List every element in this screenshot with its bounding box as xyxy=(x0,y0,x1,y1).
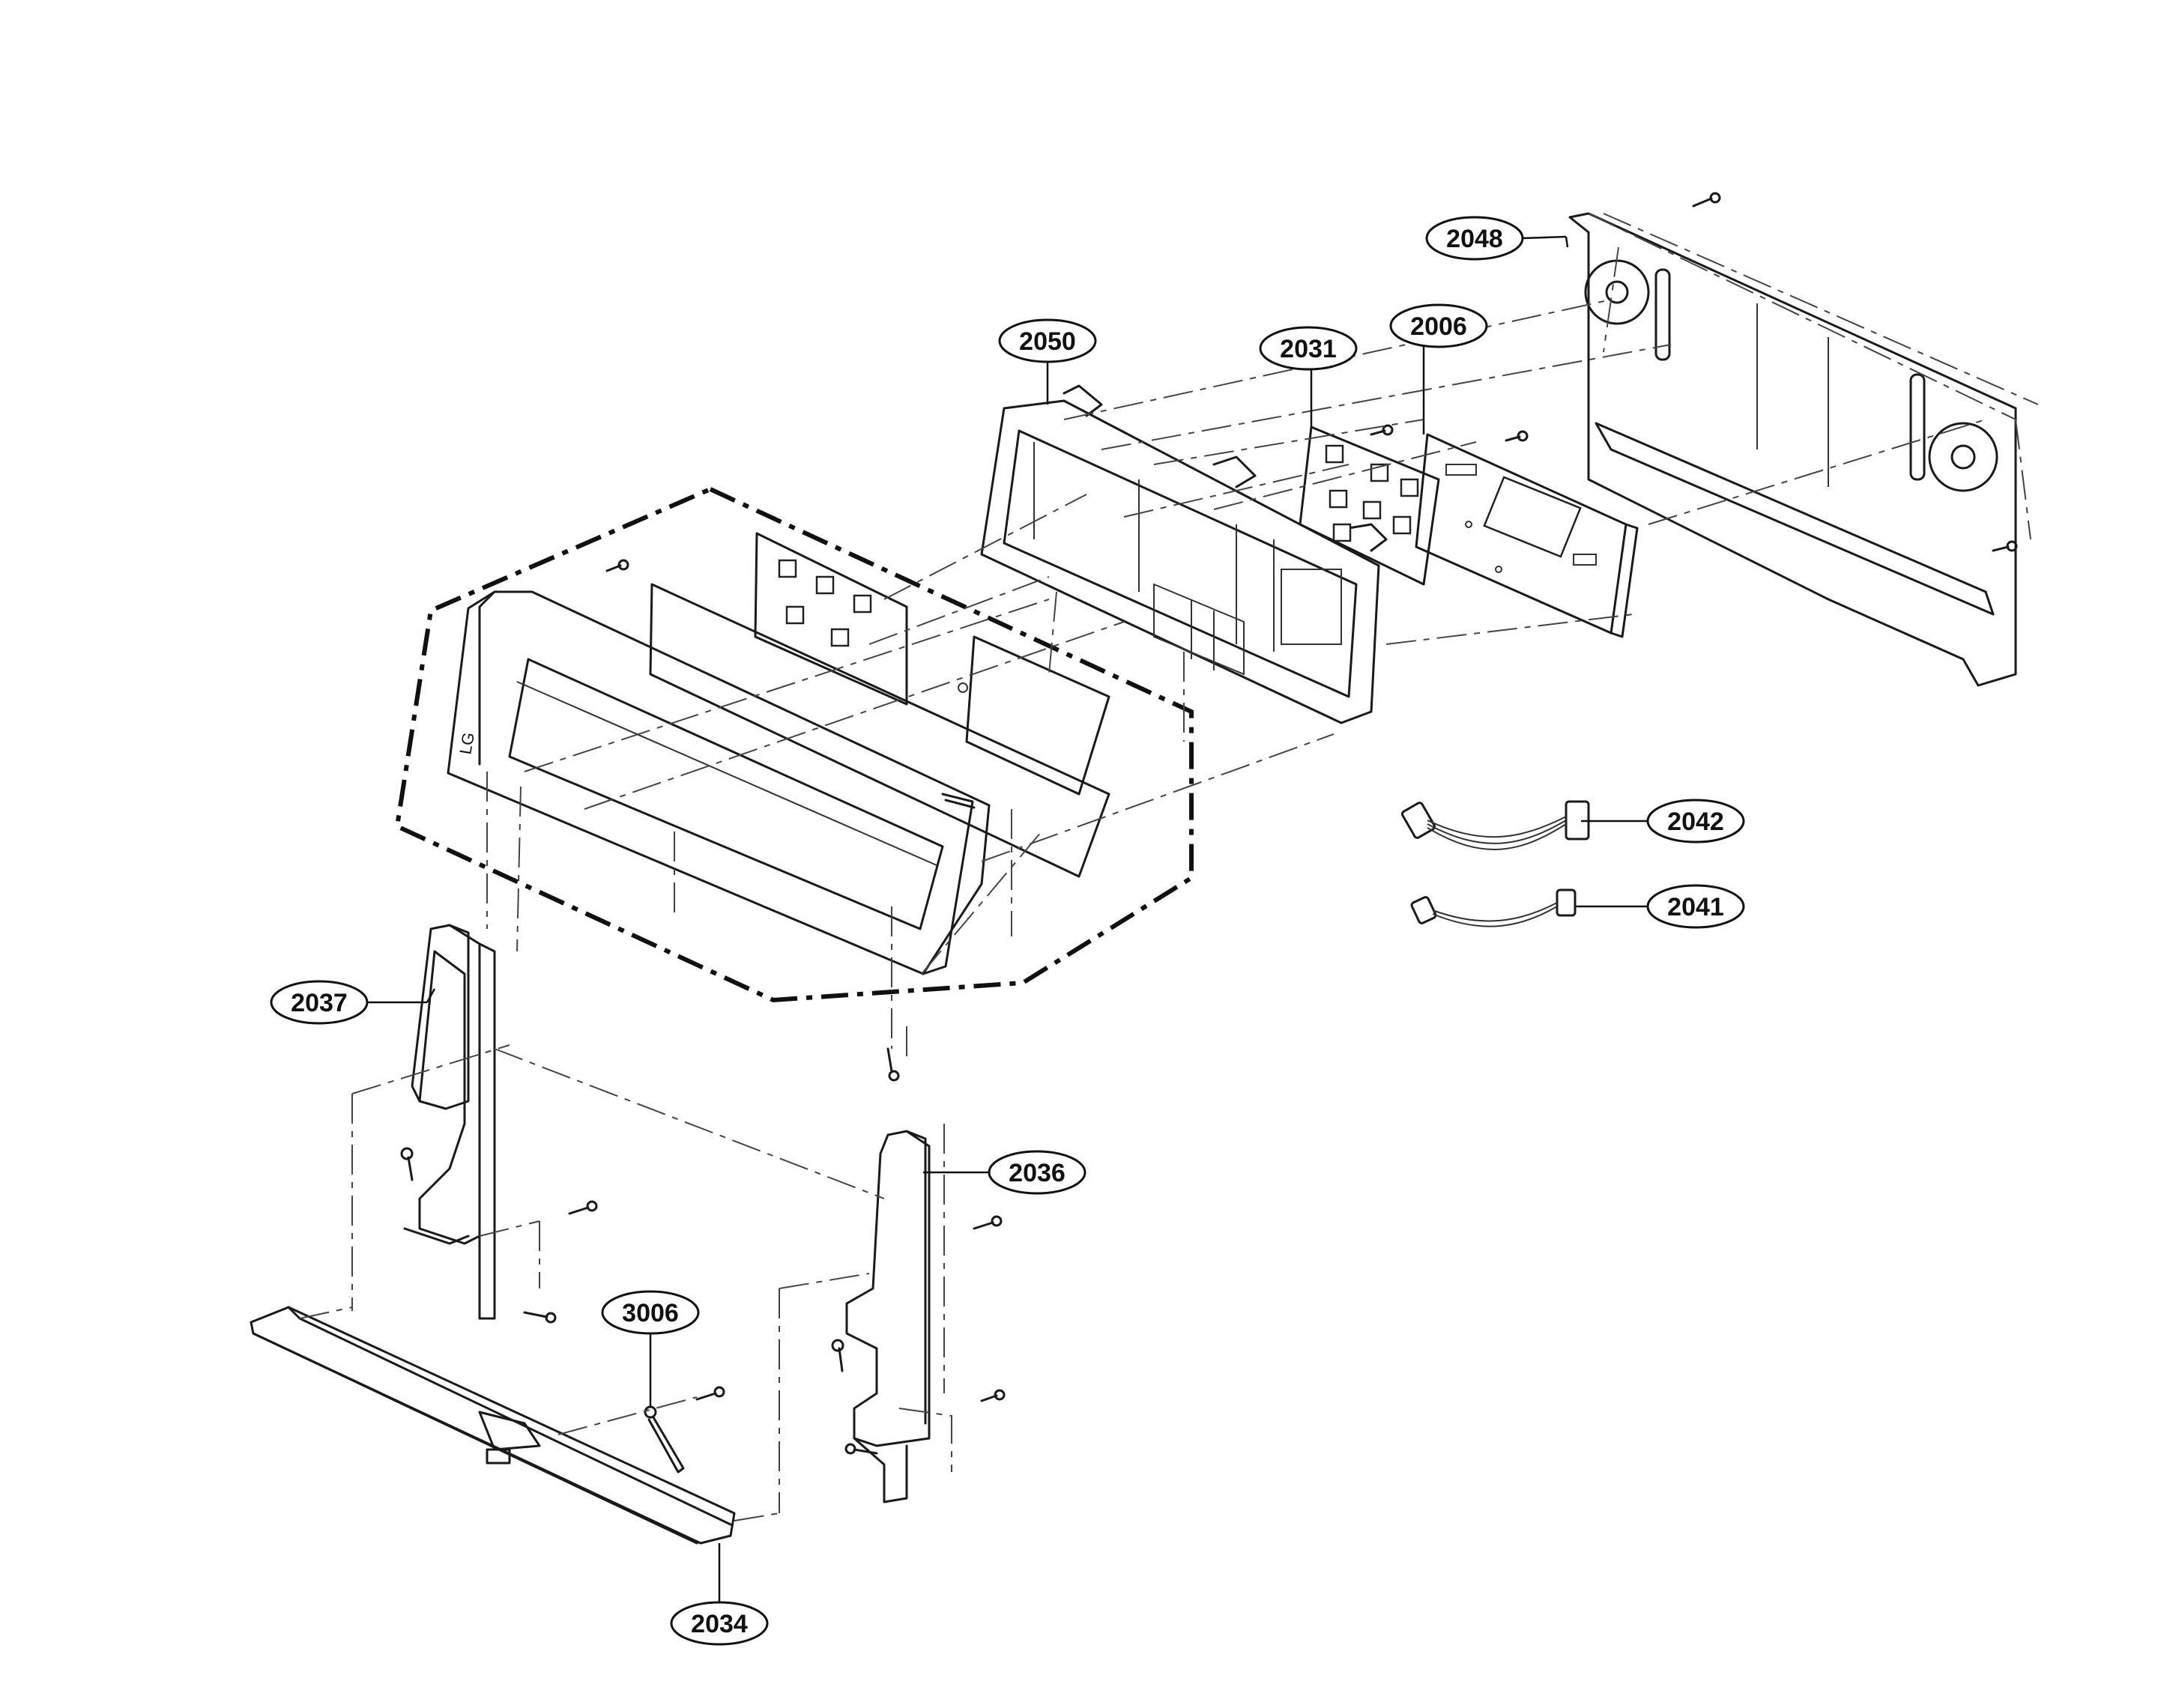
assembly-group-outline xyxy=(394,486,1194,1003)
touch-board-2031 xyxy=(1299,426,1440,586)
callout-3006: 3006 xyxy=(601,1290,700,1335)
callout-2048: 2048 xyxy=(1425,216,1524,261)
callout-2031: 2031 xyxy=(1259,326,1358,371)
assembly-guide-lines xyxy=(299,246,2031,1521)
control-panel-front: LG xyxy=(447,590,991,975)
cable-tie-3006 xyxy=(644,1405,685,1474)
svg-text:2041: 2041 xyxy=(1667,893,1724,921)
svg-text:3006: 3006 xyxy=(622,1299,679,1327)
wire-harness-2041 xyxy=(1410,888,1577,927)
callout-2042: 2042 xyxy=(1646,799,1745,844)
callout-2037: 2037 xyxy=(270,980,369,1025)
svg-text:2034: 2034 xyxy=(691,1610,748,1638)
screws-right xyxy=(831,1215,1006,1455)
bottom-trim-rail-2034 xyxy=(250,1306,736,1545)
svg-text:2050: 2050 xyxy=(1019,327,1076,356)
callout-2036: 2036 xyxy=(988,1150,1086,1195)
svg-text:2042: 2042 xyxy=(1667,808,1724,836)
callout-2050: 2050 xyxy=(998,318,1097,363)
main-pcb-2006 xyxy=(1415,433,1639,638)
leader-lines xyxy=(367,235,1648,1602)
left-side-bracket-2037 xyxy=(403,924,496,1320)
svg-text:2036: 2036 xyxy=(1009,1159,1066,1187)
callout-2041: 2041 xyxy=(1646,884,1745,929)
wire-harness-2042 xyxy=(1400,800,1590,850)
svg-text:2037: 2037 xyxy=(291,989,348,1017)
svg-text:2006: 2006 xyxy=(1410,312,1467,341)
brand-logo: LG xyxy=(456,731,478,756)
svg-text:2031: 2031 xyxy=(1280,335,1337,363)
callout-2006: 2006 xyxy=(1389,303,1488,348)
console-frame-2050 xyxy=(980,384,1388,724)
display-glass-panel xyxy=(649,532,1110,878)
screw-bottom xyxy=(695,1386,725,1401)
rear-bracket-2048 xyxy=(1568,212,2039,687)
callout-2034: 2034 xyxy=(670,1601,769,1646)
svg-text:2048: 2048 xyxy=(1446,225,1503,253)
screws-left xyxy=(400,1147,598,1324)
right-side-bracket-2036 xyxy=(845,1130,931,1503)
screw-top-group xyxy=(605,559,629,572)
